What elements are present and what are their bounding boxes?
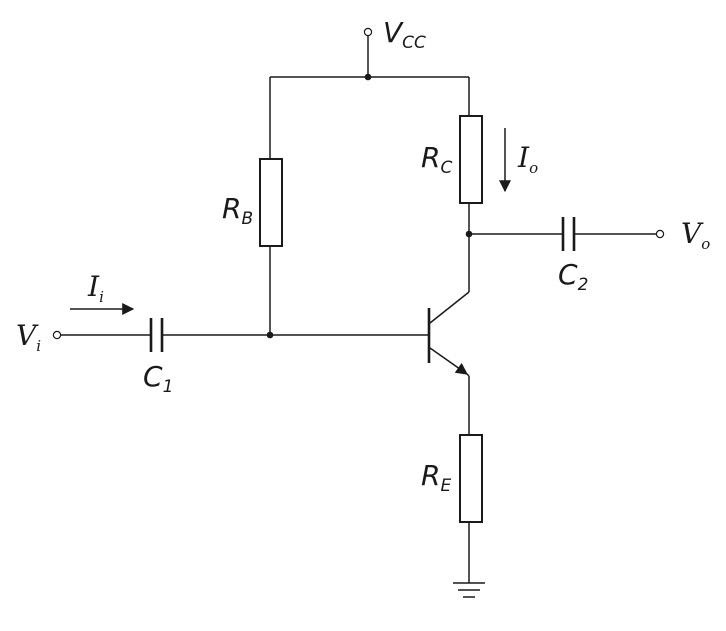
label-rc: RC — [421, 141, 452, 178]
npn-transistor — [427, 291, 470, 377]
resistor-re — [459, 434, 483, 523]
vi-terminal — [52, 330, 62, 340]
vcc-rail — [270, 27, 469, 81]
collector-resistor-branch — [459, 77, 483, 292]
resistor-rb — [259, 158, 283, 247]
label-re: RE — [421, 459, 451, 496]
ground-icon — [453, 582, 485, 598]
input-coupling — [52, 318, 429, 352]
label-vo: Vo — [681, 217, 710, 253]
vo-terminal — [655, 229, 665, 239]
label-rb: RB — [222, 192, 253, 229]
label-vcc: VCC — [383, 16, 426, 53]
emitter-resistor-branch — [459, 376, 483, 583]
base-resistor-branch — [259, 77, 283, 335]
label-io: Io — [517, 141, 538, 177]
label-c2: C2 — [558, 258, 588, 295]
resistor-rc — [459, 115, 483, 204]
label-vi: Vi — [16, 319, 41, 355]
vcc-terminal — [363, 27, 373, 37]
label-ii: Ii — [87, 270, 104, 306]
emitter-arrow — [429, 347, 468, 375]
label-c1: C1 — [143, 360, 173, 397]
output-coupling — [469, 217, 665, 251]
